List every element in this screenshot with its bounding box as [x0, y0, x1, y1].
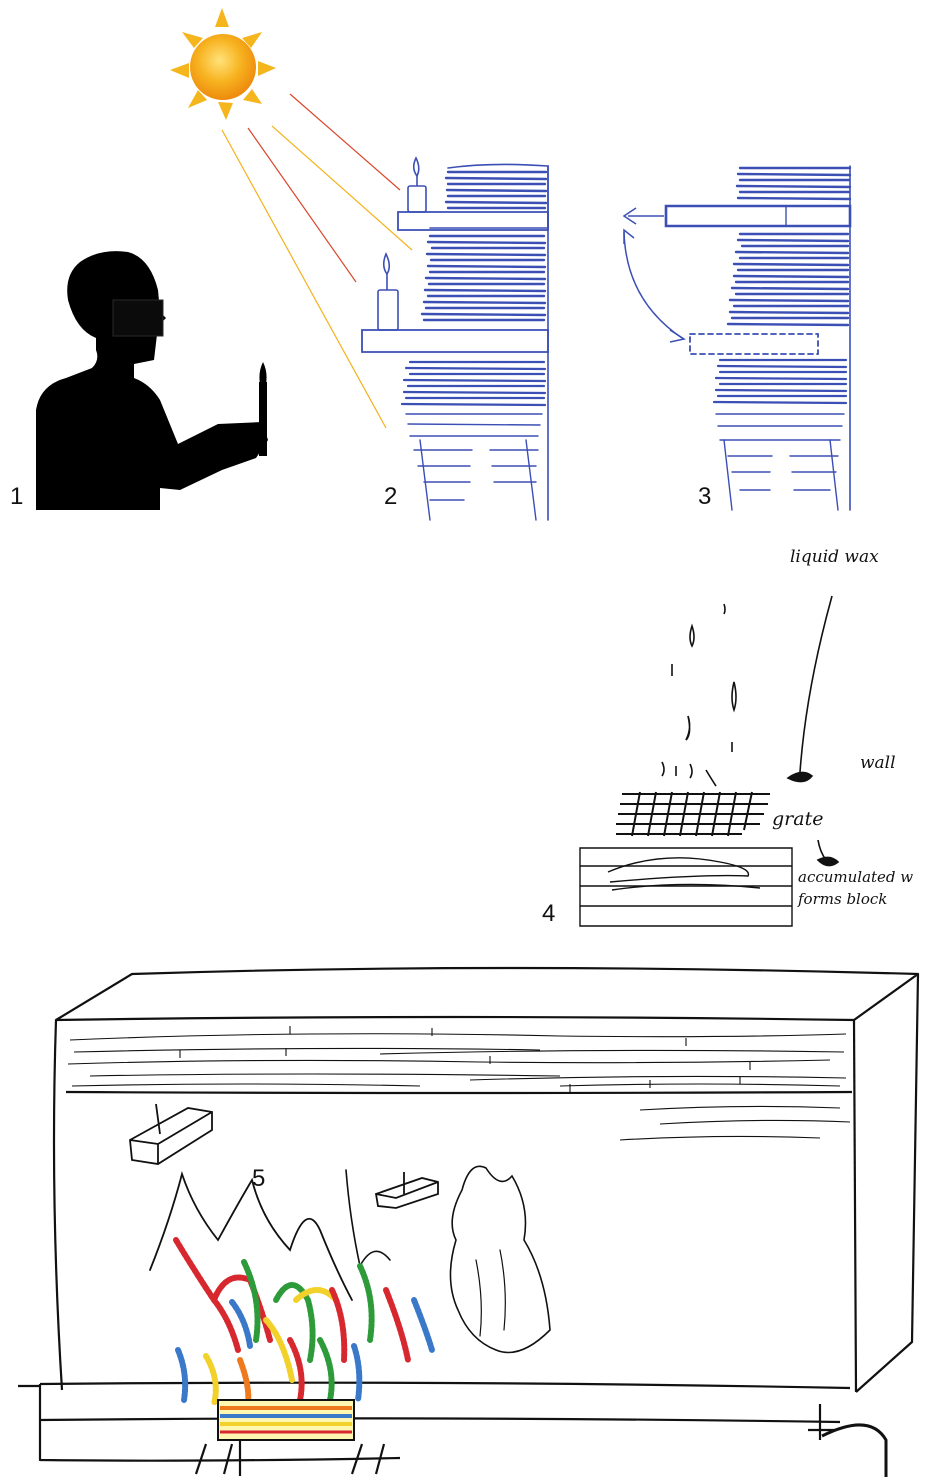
candle-lower-icon — [378, 254, 398, 330]
grate-pointer — [818, 840, 838, 866]
panel-3-stack — [666, 166, 850, 510]
panel-2-stack — [362, 164, 548, 520]
wood-grain — [68, 1026, 850, 1140]
panel-4-number: 4 — [542, 900, 555, 928]
grate-label: grate — [772, 808, 823, 830]
person-silhouette — [36, 251, 268, 510]
wax-block — [580, 848, 792, 926]
panel-3-number: 3 — [698, 483, 711, 511]
panel-1-number: 1 — [10, 483, 23, 511]
wall-label: wall — [860, 753, 896, 773]
accumulated-label-line2: forms block — [798, 890, 887, 908]
candle-upper-icon — [408, 158, 426, 212]
liquid-wax-arrow — [788, 596, 832, 782]
flames — [150, 1166, 550, 1404]
grate — [616, 792, 770, 836]
sun-icon — [170, 8, 276, 120]
hand-candle-icon — [259, 362, 267, 456]
wax-drops — [662, 604, 736, 786]
accumulated-label-line1: accumulated w — [798, 868, 913, 886]
panel-2-number: 2 — [384, 483, 397, 511]
liquid-wax-label: liquid wax — [790, 547, 879, 567]
fireplace-box — [18, 968, 918, 1477]
colored-wax-block — [218, 1400, 354, 1440]
panel-5-number: 5 — [252, 1165, 265, 1193]
move-shelf-arrows — [624, 208, 684, 342]
